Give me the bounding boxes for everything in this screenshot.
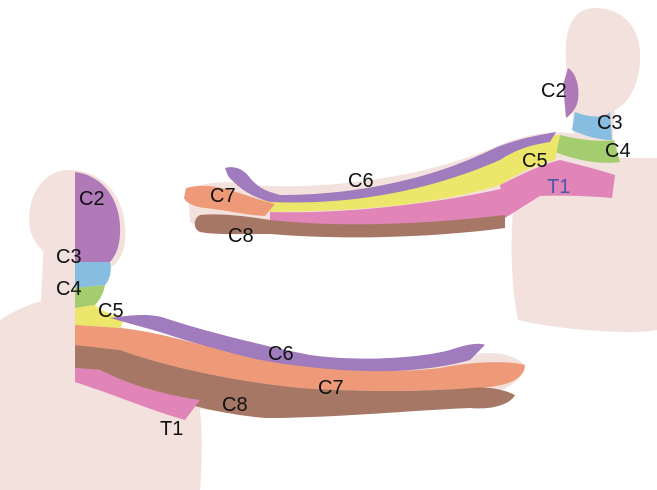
front-label-C4: C4 bbox=[605, 140, 631, 162]
front-label-C2: C2 bbox=[541, 80, 567, 102]
front-label-C3: C3 bbox=[597, 112, 623, 134]
back-label-C7: C7 bbox=[318, 377, 344, 399]
front-view-figure bbox=[184, 8, 657, 332]
back-label-C5: C5 bbox=[98, 300, 124, 322]
back-label-C8: C8 bbox=[222, 394, 248, 416]
back-label-C2: C2 bbox=[79, 188, 105, 210]
back-label-C3: C3 bbox=[56, 246, 82, 268]
front-label-C8: C8 bbox=[228, 225, 254, 247]
front-label-C5: C5 bbox=[522, 150, 548, 172]
front-label-T1: T1 bbox=[547, 176, 570, 198]
back-C2-region bbox=[75, 172, 120, 262]
front-label-C7: C7 bbox=[210, 185, 236, 207]
back-label-C6: C6 bbox=[268, 343, 294, 365]
back-label-T1: T1 bbox=[160, 418, 183, 440]
front-label-C6: C6 bbox=[348, 170, 374, 192]
back-label-C4: C4 bbox=[56, 278, 82, 300]
